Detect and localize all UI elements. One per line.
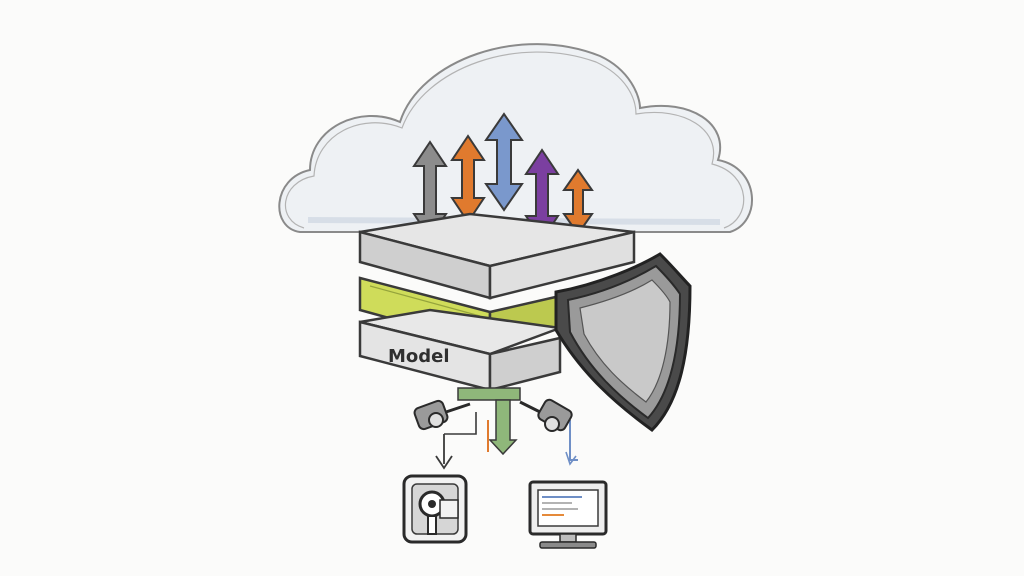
connector-lines xyxy=(435,387,578,470)
right-connector-icon xyxy=(519,398,573,432)
monitor-icon xyxy=(528,480,608,549)
left-connector-icon xyxy=(413,399,471,431)
top-layer xyxy=(358,212,636,300)
layer-stack: Model xyxy=(358,212,636,392)
key-icon xyxy=(402,474,468,544)
shield-icon xyxy=(554,252,692,432)
model-layer-label: Model xyxy=(388,346,450,367)
arrow-blue xyxy=(484,112,524,212)
